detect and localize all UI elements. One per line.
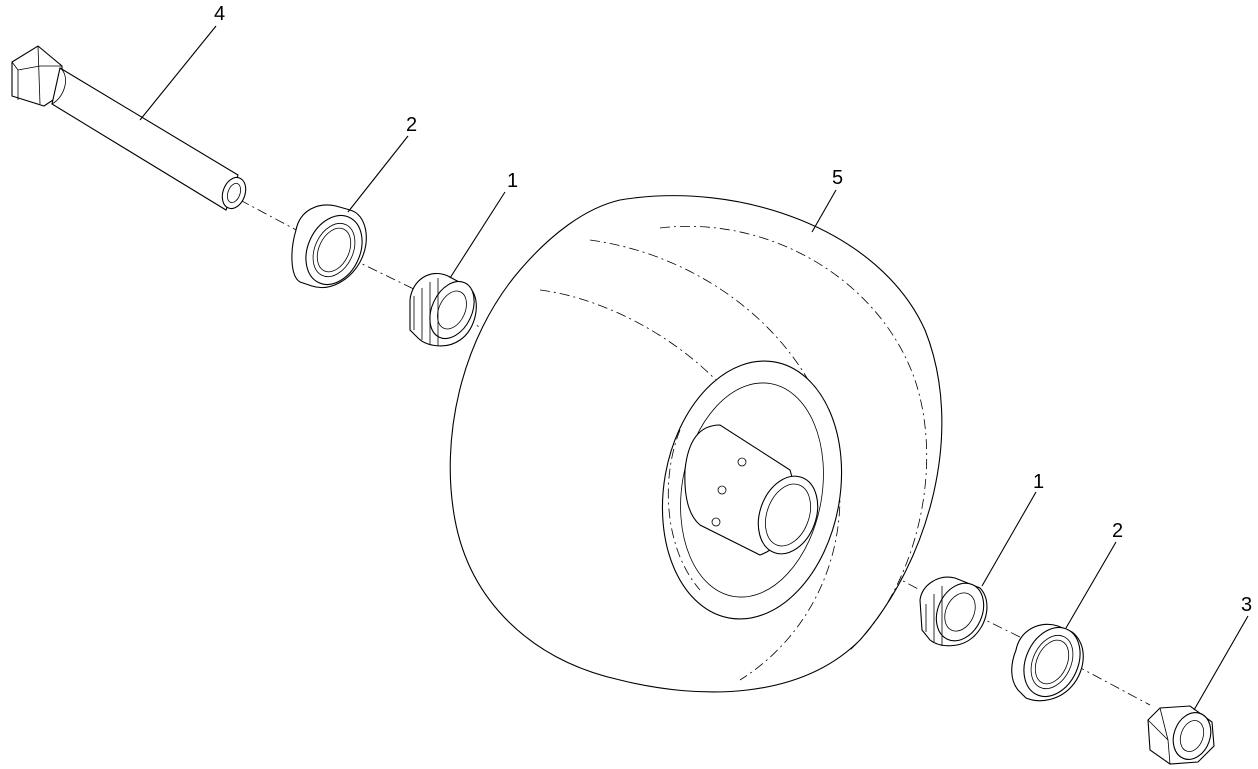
leader-line-3 — [1193, 615, 1249, 711]
leader-lines — [139, 25, 1249, 711]
callout-5: 5 — [832, 167, 843, 189]
axle-shaft — [11, 45, 247, 211]
callout-2-right: 2 — [1112, 520, 1123, 542]
leader-line-2-left — [347, 135, 409, 213]
leader-line-1-right — [981, 491, 1037, 587]
callout-2-left: 2 — [406, 114, 417, 136]
leader-line-5 — [811, 189, 837, 233]
callout-4: 4 — [214, 3, 225, 25]
leader-line-1-left — [449, 191, 506, 279]
bearing-race-left — [291, 204, 367, 288]
callout-1-left: 1 — [507, 170, 518, 192]
callout-1-right: 1 — [1033, 471, 1044, 493]
callout-3: 3 — [1241, 594, 1252, 616]
tapered-bearing-right — [919, 576, 988, 647]
tapered-bearing-left — [409, 273, 477, 347]
leader-line-2-right — [1065, 541, 1117, 629]
wheel-tire-assembly — [449, 195, 943, 693]
bearing-race-right — [1011, 623, 1084, 702]
nut — [1147, 705, 1215, 765]
leader-line-4 — [139, 25, 217, 121]
